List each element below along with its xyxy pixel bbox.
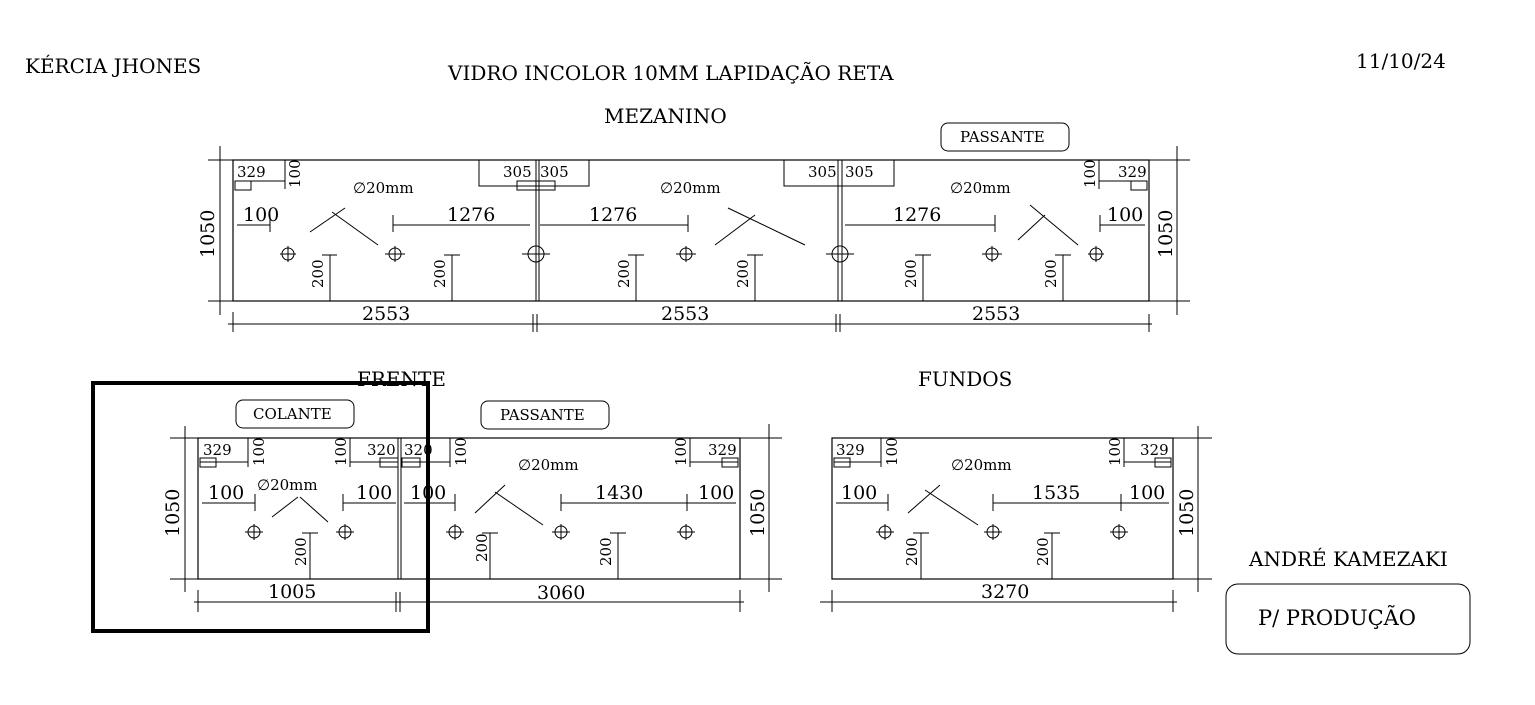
hole-diameter-label: ∅20mm bbox=[353, 179, 414, 197]
dim-label: 200 bbox=[903, 537, 921, 566]
dim-label: 1535 bbox=[1032, 482, 1080, 504]
dim-label-height: 1050 bbox=[197, 210, 219, 258]
hole-marker bbox=[446, 524, 464, 540]
dim-label: 305 bbox=[845, 163, 874, 181]
dim-label: 329 bbox=[237, 163, 266, 181]
dim-label: 200 bbox=[292, 537, 310, 566]
dim-label: 305 bbox=[540, 163, 569, 181]
hole-diameter-label: ∅20mm bbox=[518, 456, 579, 474]
hole-marker bbox=[876, 524, 894, 540]
hole-diameter-label: ∅20mm bbox=[951, 456, 1012, 474]
dim-label-width: 2553 bbox=[362, 303, 410, 325]
dim-label: 1276 bbox=[447, 204, 495, 226]
dim-label: 100 bbox=[672, 437, 690, 466]
dim-label-width: 3270 bbox=[981, 581, 1029, 603]
dim-label: 329 bbox=[836, 441, 865, 459]
dim-label-height: 1050 bbox=[1155, 210, 1177, 258]
frente-panels bbox=[170, 424, 782, 612]
dim-label-height: 1050 bbox=[747, 489, 769, 537]
dim-label: 100 bbox=[452, 437, 470, 466]
section-label-fundos: FUNDOS bbox=[918, 367, 1012, 391]
dim-label-height: 1050 bbox=[162, 489, 184, 537]
dim-label: 320 bbox=[367, 441, 396, 459]
dim-label: 200 bbox=[309, 259, 327, 288]
tag-passante-mezanino: PASSANTE bbox=[940, 122, 1070, 152]
dim-label: 100 bbox=[1107, 204, 1143, 226]
dim-label: 200 bbox=[473, 533, 491, 562]
dim-label: 100 bbox=[250, 437, 268, 466]
dim-label: 305 bbox=[808, 163, 837, 181]
hole-marker bbox=[982, 246, 1002, 262]
hole-marker bbox=[676, 246, 696, 262]
mezanino-panels bbox=[208, 146, 1190, 332]
dim-label: 1276 bbox=[893, 204, 941, 226]
dim-label-height: 1050 bbox=[1176, 489, 1198, 537]
dim-label-width: 2553 bbox=[661, 303, 709, 325]
dim-label: 200 bbox=[431, 259, 449, 288]
dim-label: 329 bbox=[708, 441, 737, 459]
dim-label: 329 bbox=[1140, 441, 1169, 459]
dim-label-width: 1005 bbox=[268, 581, 316, 603]
dim-label: 100 bbox=[841, 482, 877, 504]
client-name: KÉRCIA JHONES bbox=[25, 54, 201, 78]
hole-marker bbox=[245, 524, 263, 540]
hole-marker bbox=[1088, 246, 1104, 262]
designer-name: ANDRÉ KAMEZAKI bbox=[1248, 547, 1448, 571]
svg-text:PASSANTE: PASSANTE bbox=[500, 406, 585, 424]
dim-label: 329 bbox=[1118, 163, 1147, 181]
drawing-date: 11/10/24 bbox=[1356, 49, 1446, 73]
section-label-mezanino: MEZANINO bbox=[604, 104, 727, 128]
dim-label: 200 bbox=[615, 259, 633, 288]
hole-marker bbox=[677, 524, 695, 540]
tag-passante-frente: PASSANTE bbox=[480, 400, 610, 430]
dim-label: 200 bbox=[734, 259, 752, 288]
dim-label: 100 bbox=[356, 482, 392, 504]
status-box: P/ PRODUÇÃO bbox=[1225, 583, 1471, 655]
hole-diameter-label: ∅20mm bbox=[257, 476, 318, 494]
dim-label: 200 bbox=[597, 537, 615, 566]
dim-label-width: 2553 bbox=[972, 303, 1020, 325]
dim-label: 100 bbox=[332, 437, 350, 466]
dim-label: 200 bbox=[1042, 259, 1060, 288]
hole-marker bbox=[280, 246, 296, 262]
drawing-title: VIDRO INCOLOR 10MM LAPIDAÇÃO RETA bbox=[447, 61, 894, 85]
dim-label: 200 bbox=[1034, 537, 1052, 566]
hole-marker bbox=[1110, 524, 1128, 540]
dim-label: 100 bbox=[1106, 437, 1124, 466]
section-label-frente: FRENTE bbox=[357, 367, 446, 391]
dim-label: 100 bbox=[1129, 482, 1165, 504]
hole-marker bbox=[984, 524, 1002, 540]
status-label: P/ PRODUÇÃO bbox=[1258, 606, 1416, 630]
tag-colante: COLANTE bbox=[235, 399, 355, 429]
svg-text:COLANTE: COLANTE bbox=[253, 405, 332, 423]
hole-diameter-label: ∅20mm bbox=[950, 179, 1011, 197]
fundos-panel bbox=[820, 426, 1212, 612]
hole-marker bbox=[552, 524, 570, 540]
highlight-box bbox=[91, 381, 430, 633]
hole-marker bbox=[385, 246, 405, 262]
hole-diameter-label: ∅20mm bbox=[660, 179, 721, 197]
dim-label: 100 bbox=[208, 482, 244, 504]
dim-label: 329 bbox=[203, 441, 232, 459]
dim-label: 305 bbox=[503, 163, 532, 181]
hole-marker bbox=[336, 524, 354, 540]
dim-label: 200 bbox=[902, 259, 920, 288]
dim-label: 320 bbox=[404, 441, 433, 459]
dim-label: 100 bbox=[883, 437, 901, 466]
dim-label: 1430 bbox=[595, 482, 643, 504]
dim-label: 100 bbox=[698, 482, 734, 504]
dim-label: 100 bbox=[243, 204, 279, 226]
svg-text:PASSANTE: PASSANTE bbox=[960, 128, 1045, 146]
dim-label: 1276 bbox=[589, 204, 637, 226]
dim-label: 100 bbox=[286, 159, 304, 188]
dim-label: 100 bbox=[1081, 159, 1099, 188]
dim-label-width: 3060 bbox=[537, 582, 585, 604]
